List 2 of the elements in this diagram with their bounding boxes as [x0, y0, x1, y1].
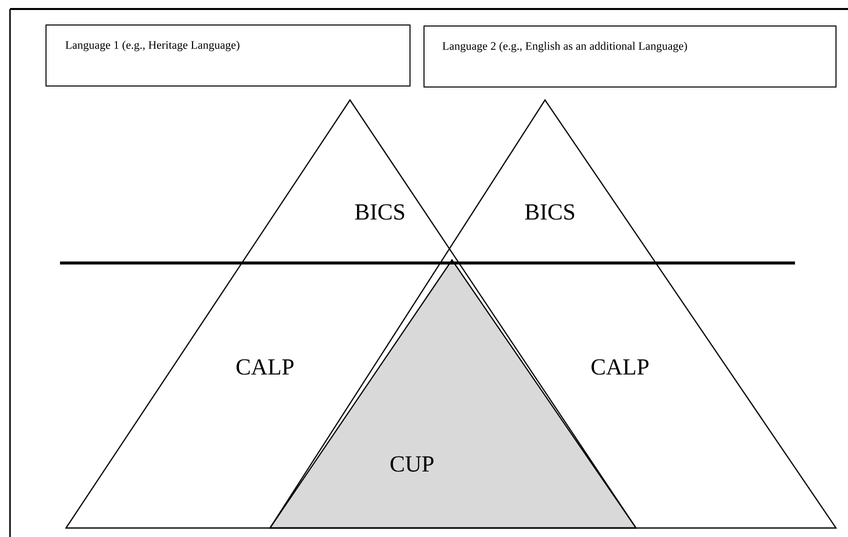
language-box: Language 1 (e.g., Heritage Language): [46, 24, 410, 86]
language-box: Language 2 (e.g., English as an additional Language): [424, 26, 836, 88]
